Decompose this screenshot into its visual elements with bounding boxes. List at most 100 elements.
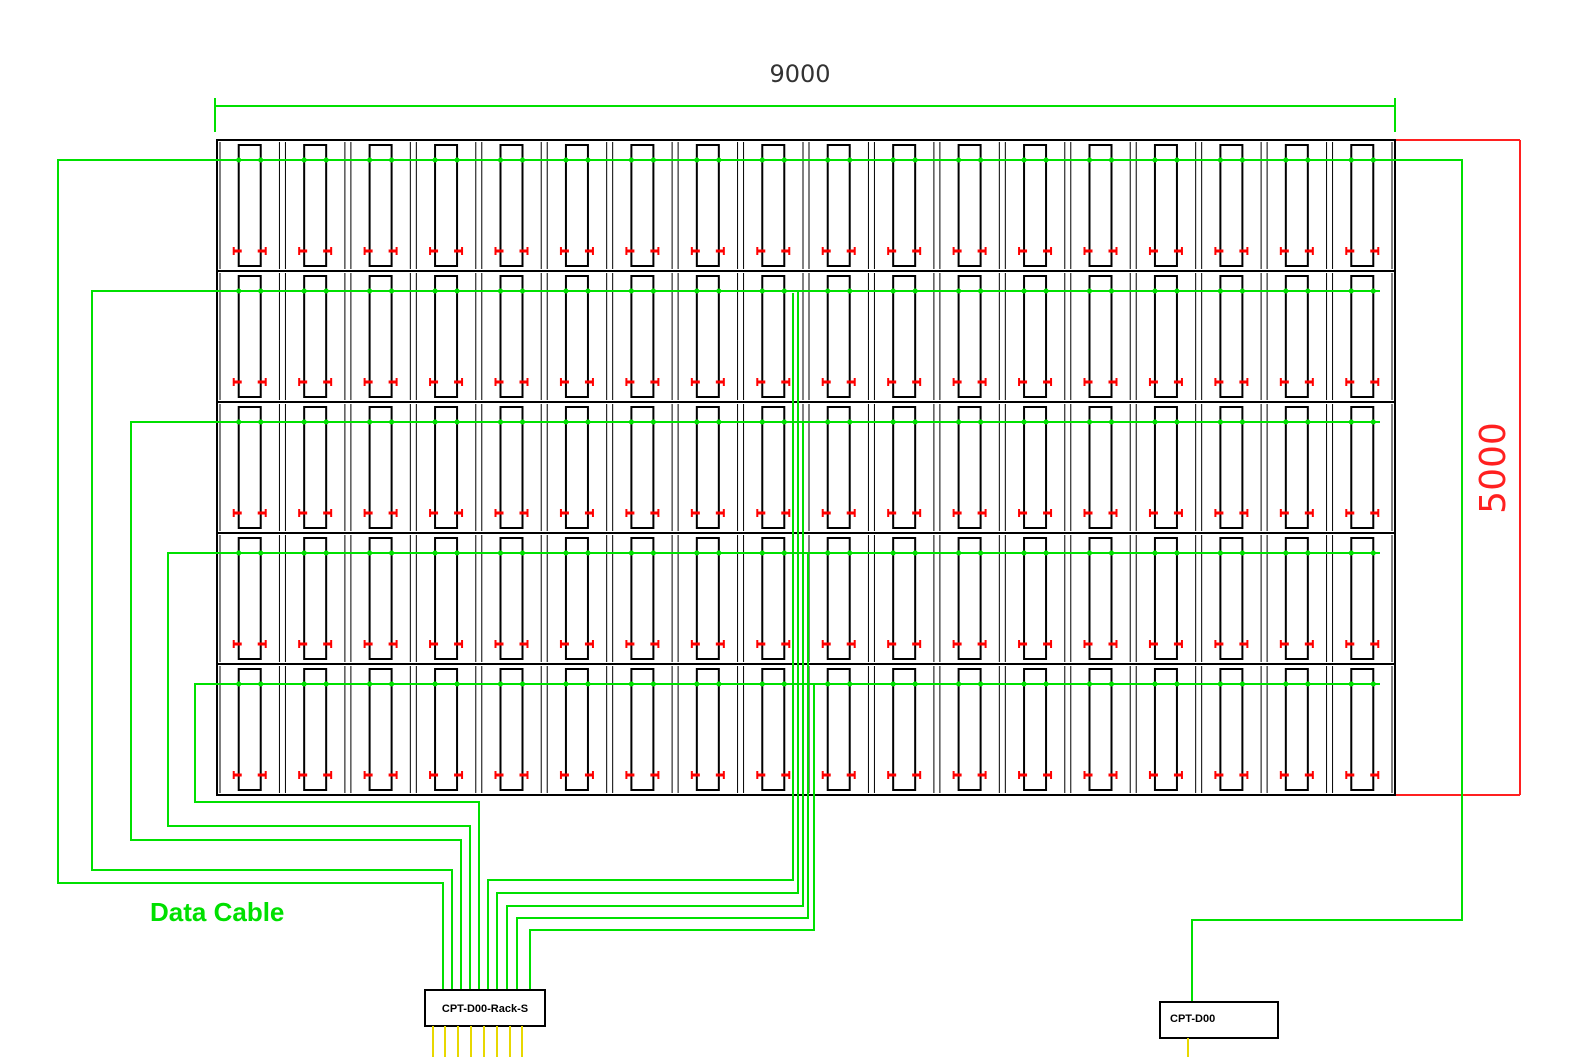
cabinet-module bbox=[761, 144, 786, 267]
data-connector bbox=[890, 288, 896, 294]
led-cabinet bbox=[350, 404, 411, 531]
cabinet-module bbox=[1023, 406, 1048, 529]
data-connector bbox=[301, 157, 307, 163]
data-connector bbox=[716, 288, 722, 294]
data-connector bbox=[1217, 157, 1223, 163]
cabinet-module bbox=[1088, 406, 1113, 529]
cabinet-module bbox=[1350, 275, 1375, 398]
data-connector bbox=[1152, 288, 1158, 294]
data-connector bbox=[1043, 419, 1049, 425]
cabinet-module bbox=[237, 537, 262, 660]
data-connector bbox=[301, 681, 307, 687]
data-connector bbox=[890, 550, 896, 556]
cabinet-module bbox=[564, 144, 589, 267]
led-cabinet bbox=[546, 142, 608, 269]
cabinet-module bbox=[1088, 537, 1113, 660]
led-cabinet bbox=[481, 535, 542, 662]
data-connector bbox=[1109, 288, 1114, 294]
cabinet-module bbox=[1219, 406, 1244, 529]
data-connector bbox=[367, 288, 373, 294]
cabinet-module bbox=[1023, 275, 1048, 398]
cabinet-module bbox=[1350, 406, 1375, 529]
led-cabinet bbox=[481, 142, 542, 269]
data-connector bbox=[956, 157, 962, 163]
data-connector bbox=[956, 681, 962, 687]
data-connector bbox=[1283, 157, 1289, 163]
cabinet-module bbox=[368, 668, 393, 791]
height-dimension: 5000 bbox=[1395, 139, 1521, 796]
data-connector bbox=[1370, 288, 1376, 294]
led-cabinet bbox=[1135, 404, 1197, 531]
data-connector bbox=[847, 550, 853, 556]
data-connector bbox=[1217, 288, 1223, 294]
cabinet-module bbox=[630, 144, 655, 267]
cabinet-module bbox=[368, 406, 393, 529]
led-cabinet bbox=[415, 404, 477, 531]
led-cabinet bbox=[1004, 535, 1066, 662]
cabinet-module bbox=[1088, 144, 1113, 267]
data-connector bbox=[585, 550, 591, 556]
data-connector bbox=[912, 550, 918, 556]
cabinet-module bbox=[434, 144, 459, 267]
data-connector bbox=[585, 419, 591, 425]
data-connector bbox=[585, 288, 591, 294]
power-cables bbox=[432, 1026, 1189, 1057]
led-cabinet bbox=[219, 404, 280, 531]
cabinet-module bbox=[761, 537, 786, 660]
width-dimension-label: 9000 bbox=[769, 60, 830, 88]
data-connector bbox=[498, 288, 503, 294]
data-connector bbox=[781, 419, 787, 425]
led-cabinet bbox=[415, 273, 477, 400]
data-connector bbox=[563, 157, 569, 163]
led-cabinet bbox=[415, 666, 477, 793]
panel-frame bbox=[216, 139, 1396, 796]
data-connector bbox=[389, 419, 395, 425]
cabinet-module bbox=[1088, 668, 1113, 791]
data-connector bbox=[890, 419, 896, 425]
data-connector bbox=[825, 157, 831, 163]
center-feed-cable bbox=[487, 293, 794, 990]
center-feed-cable bbox=[529, 683, 830, 990]
led-cabinet bbox=[415, 142, 477, 269]
data-connector bbox=[978, 157, 984, 163]
data-connector bbox=[1370, 419, 1376, 425]
cabinet-module bbox=[303, 668, 328, 791]
data-connector bbox=[1348, 157, 1354, 163]
led-cabinet bbox=[546, 404, 608, 531]
cabinet-module bbox=[1153, 406, 1178, 529]
data-connector bbox=[454, 681, 460, 687]
aux-controller-label: CPT-D00 bbox=[1170, 1013, 1215, 1025]
data-connector bbox=[258, 681, 264, 687]
cabinet-module bbox=[499, 668, 524, 791]
led-cabinet bbox=[743, 273, 804, 400]
data-connector bbox=[628, 157, 634, 163]
data-connector bbox=[1348, 419, 1354, 425]
led-cabinet bbox=[1135, 535, 1197, 662]
data-connector bbox=[585, 681, 591, 687]
cabinet-module bbox=[1219, 275, 1244, 398]
data-cables bbox=[57, 157, 1463, 1002]
cabinet-module bbox=[1088, 275, 1113, 398]
data-connector bbox=[1152, 681, 1158, 687]
cabinet-module bbox=[892, 406, 917, 529]
led-cabinet bbox=[808, 404, 869, 531]
data-connector bbox=[912, 419, 918, 425]
left-feed-cable bbox=[57, 159, 444, 990]
data-connector bbox=[759, 157, 765, 163]
data-connector bbox=[1217, 681, 1223, 687]
data-cable-label: Data Cable bbox=[150, 897, 284, 927]
data-connector bbox=[258, 157, 264, 163]
data-connector bbox=[301, 288, 307, 294]
led-cabinet bbox=[808, 666, 869, 793]
cabinet-module bbox=[892, 668, 917, 791]
cabinet-module bbox=[564, 275, 589, 398]
data-connector bbox=[1305, 550, 1311, 556]
data-connector bbox=[759, 550, 765, 556]
data-connector bbox=[1283, 681, 1289, 687]
data-connector bbox=[1109, 681, 1114, 687]
data-connector bbox=[956, 419, 962, 425]
center-feed-cable bbox=[516, 552, 830, 990]
cabinet-module bbox=[630, 668, 655, 791]
led-cabinet bbox=[808, 142, 869, 269]
led-cabinet bbox=[1266, 666, 1328, 793]
